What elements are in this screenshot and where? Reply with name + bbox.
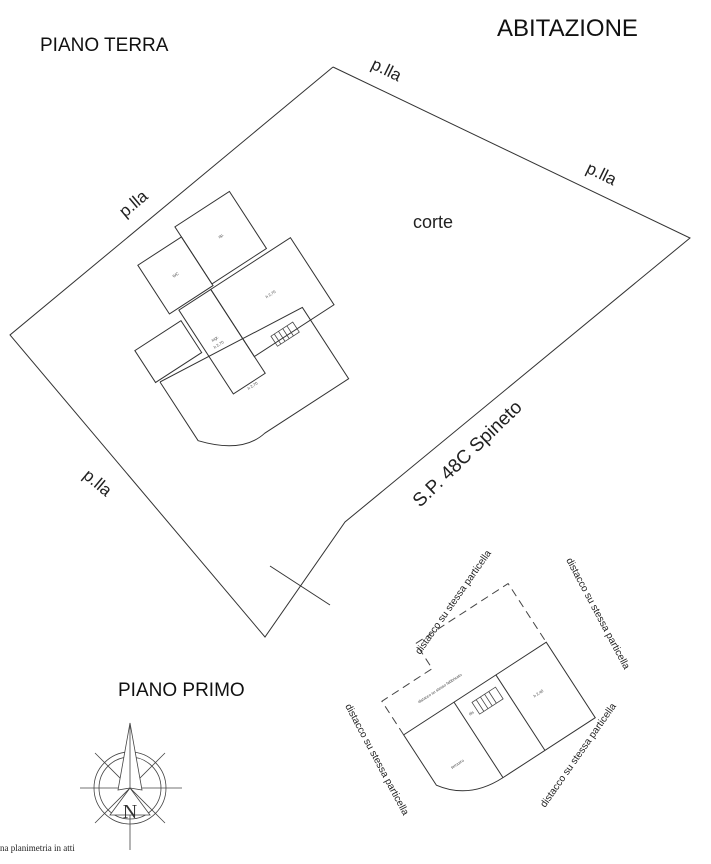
first-floor-title: PIANO PRIMO xyxy=(118,680,245,701)
entrance-label: ingr. xyxy=(210,334,219,342)
setback-left: distacco su stessa particella xyxy=(342,702,410,817)
setback-top-left: distacco su stessa particella xyxy=(413,548,494,657)
room-left-height: h 2,70 xyxy=(246,380,259,391)
setback-building-label: distacco su stesso fabbricato xyxy=(417,672,463,705)
ground-floor-plan: rip. WC ingr. h 2,70 h 2,70 h 2,70 xyxy=(134,190,350,447)
compass-rose-icon: N xyxy=(80,722,182,850)
building-title: ABITAZIONE xyxy=(497,15,638,42)
landing-label: dis xyxy=(468,710,475,717)
terrace-label: terrazzo xyxy=(450,757,465,769)
setback-bottom-right: distacco su stessa particella xyxy=(538,701,619,810)
ground-floor-title: PIANO TERRA xyxy=(40,35,169,56)
footer-note: na planimetria in atti xyxy=(0,843,75,853)
parcel-label-bottom-left: p.lla xyxy=(79,466,116,501)
first-floor-room-height: h 2,40 xyxy=(532,688,545,699)
entrance-height: h 2,70 xyxy=(213,339,226,350)
parcel-label-right: p.lla xyxy=(583,159,620,190)
room-right-height: h 2,70 xyxy=(265,289,278,300)
courtyard-label: corte xyxy=(413,212,453,232)
north-label: N xyxy=(123,801,137,823)
parcel-label-top: p.lla xyxy=(368,55,405,86)
wc-label: WC xyxy=(171,271,179,279)
parcel-label-left: p.lla xyxy=(115,186,152,221)
storage-label: rip. xyxy=(217,232,224,239)
setback-top-right: distacco su stessa particella xyxy=(563,556,631,671)
site-boundary xyxy=(9,66,691,638)
